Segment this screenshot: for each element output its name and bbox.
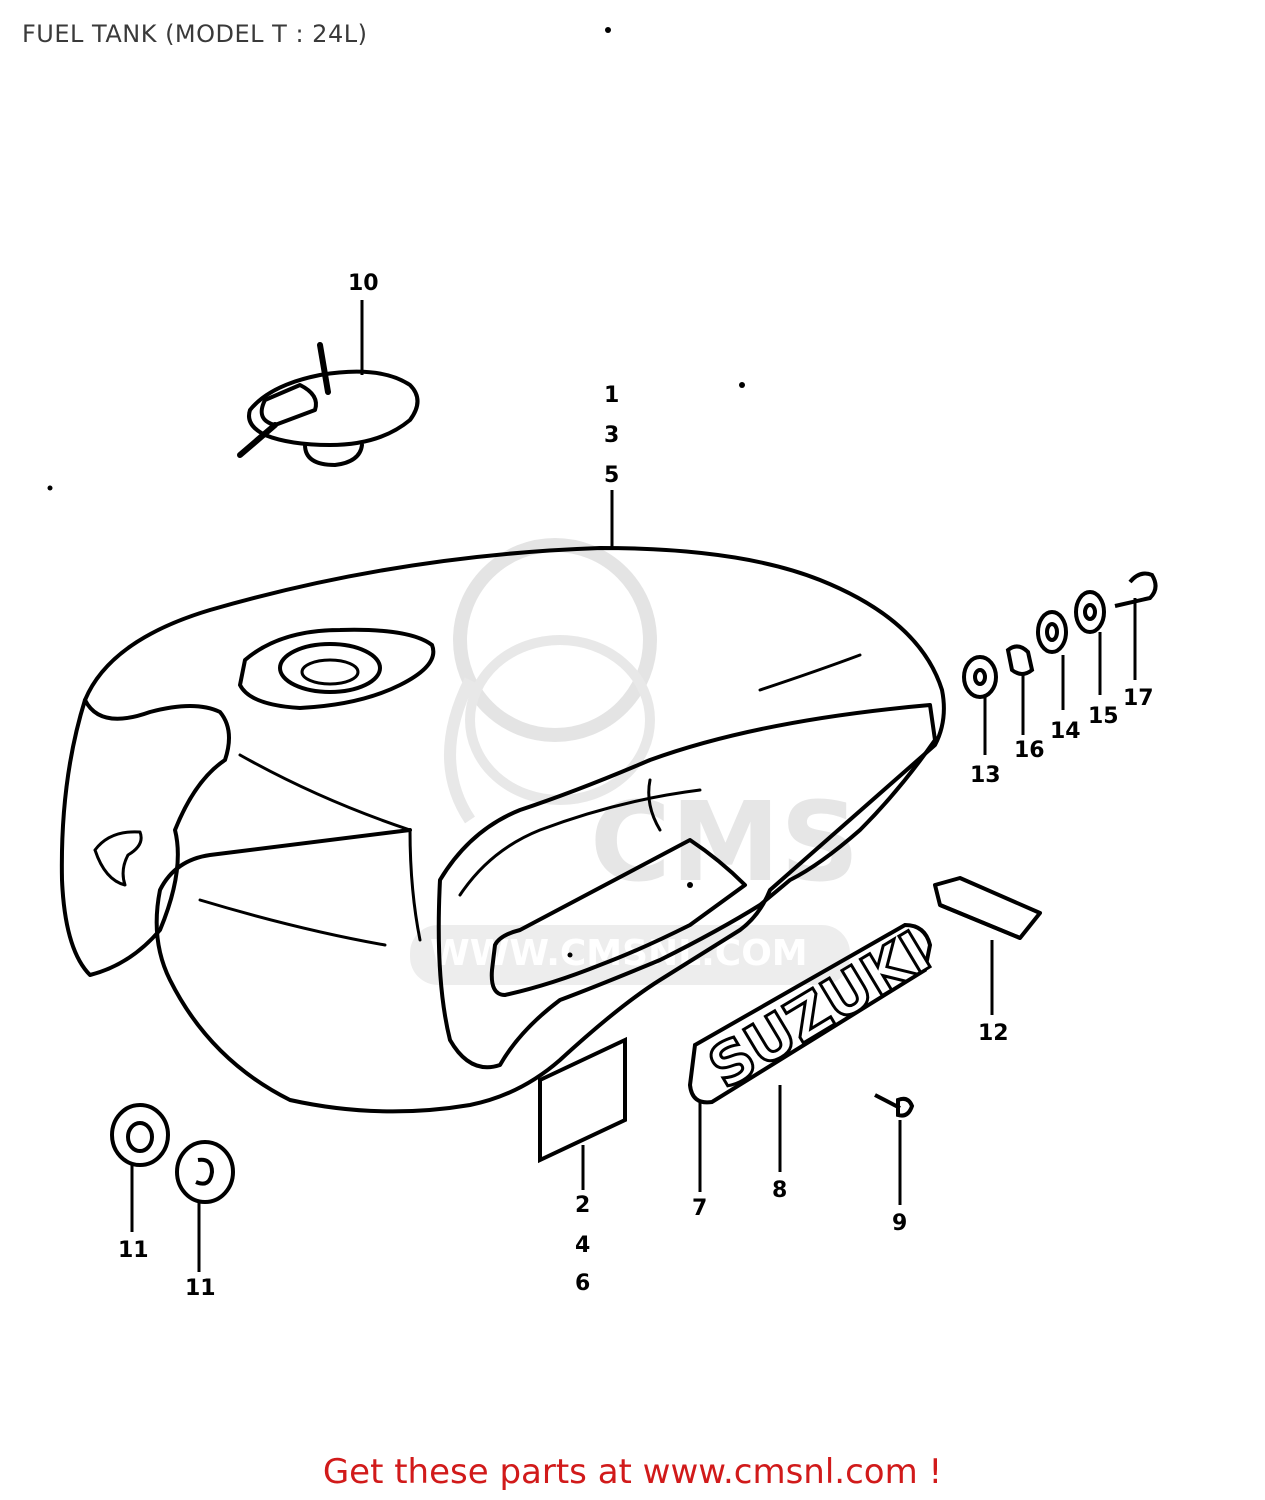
- fuel-tank[interactable]: [59, 546, 946, 1114]
- cmsnl-link[interactable]: Get these parts at www.cmsnl.com !: [322, 1452, 943, 1492]
- callout-9: 9: [892, 1211, 907, 1236]
- callout-12: 12: [978, 1021, 1009, 1046]
- label-sticker-part[interactable]: [538, 1036, 627, 1164]
- callout-labels: 10 1 3 5 2 4 6 7 8 9 11 11 12 13 16 14 1…: [118, 271, 1154, 1301]
- callout-4: 4: [575, 1233, 590, 1258]
- print-specks: [47, 27, 745, 958]
- footer-cta: Get these parts at www.cmsnl.com !: [0, 1452, 1265, 1492]
- fuel-cap-part[interactable]: [237, 342, 420, 467]
- diagram-title: FUEL TANK (MODEL T : 24L): [22, 20, 368, 48]
- callout-16: 16: [1014, 738, 1045, 763]
- callout-8: 8: [772, 1178, 787, 1203]
- watermark-logo: CMS: [590, 778, 859, 906]
- callout-15: 15: [1088, 704, 1119, 729]
- callout-17: 17: [1123, 686, 1154, 711]
- rubber-cushion-part[interactable]: [110, 1103, 235, 1204]
- callout-11a: 11: [118, 1238, 149, 1263]
- callout-5: 5: [604, 463, 619, 488]
- watermark-url: WWW.CMSNL.COM: [430, 933, 808, 974]
- callout-6: 6: [575, 1271, 590, 1296]
- cushion-part[interactable]: [933, 876, 1042, 940]
- callout-10: 10: [348, 271, 379, 296]
- callout-7: 7: [692, 1196, 707, 1221]
- callout-2: 2: [575, 1193, 590, 1218]
- callout-11b: 11: [185, 1276, 216, 1301]
- screw-part[interactable]: [874, 1093, 915, 1118]
- mounting-hardware[interactable]: [962, 571, 1158, 699]
- callout-14: 14: [1050, 719, 1081, 744]
- callout-3: 3: [604, 423, 619, 448]
- leader-lines: [130, 300, 1137, 1272]
- callout-13: 13: [970, 763, 1001, 788]
- callout-1: 1: [604, 383, 619, 408]
